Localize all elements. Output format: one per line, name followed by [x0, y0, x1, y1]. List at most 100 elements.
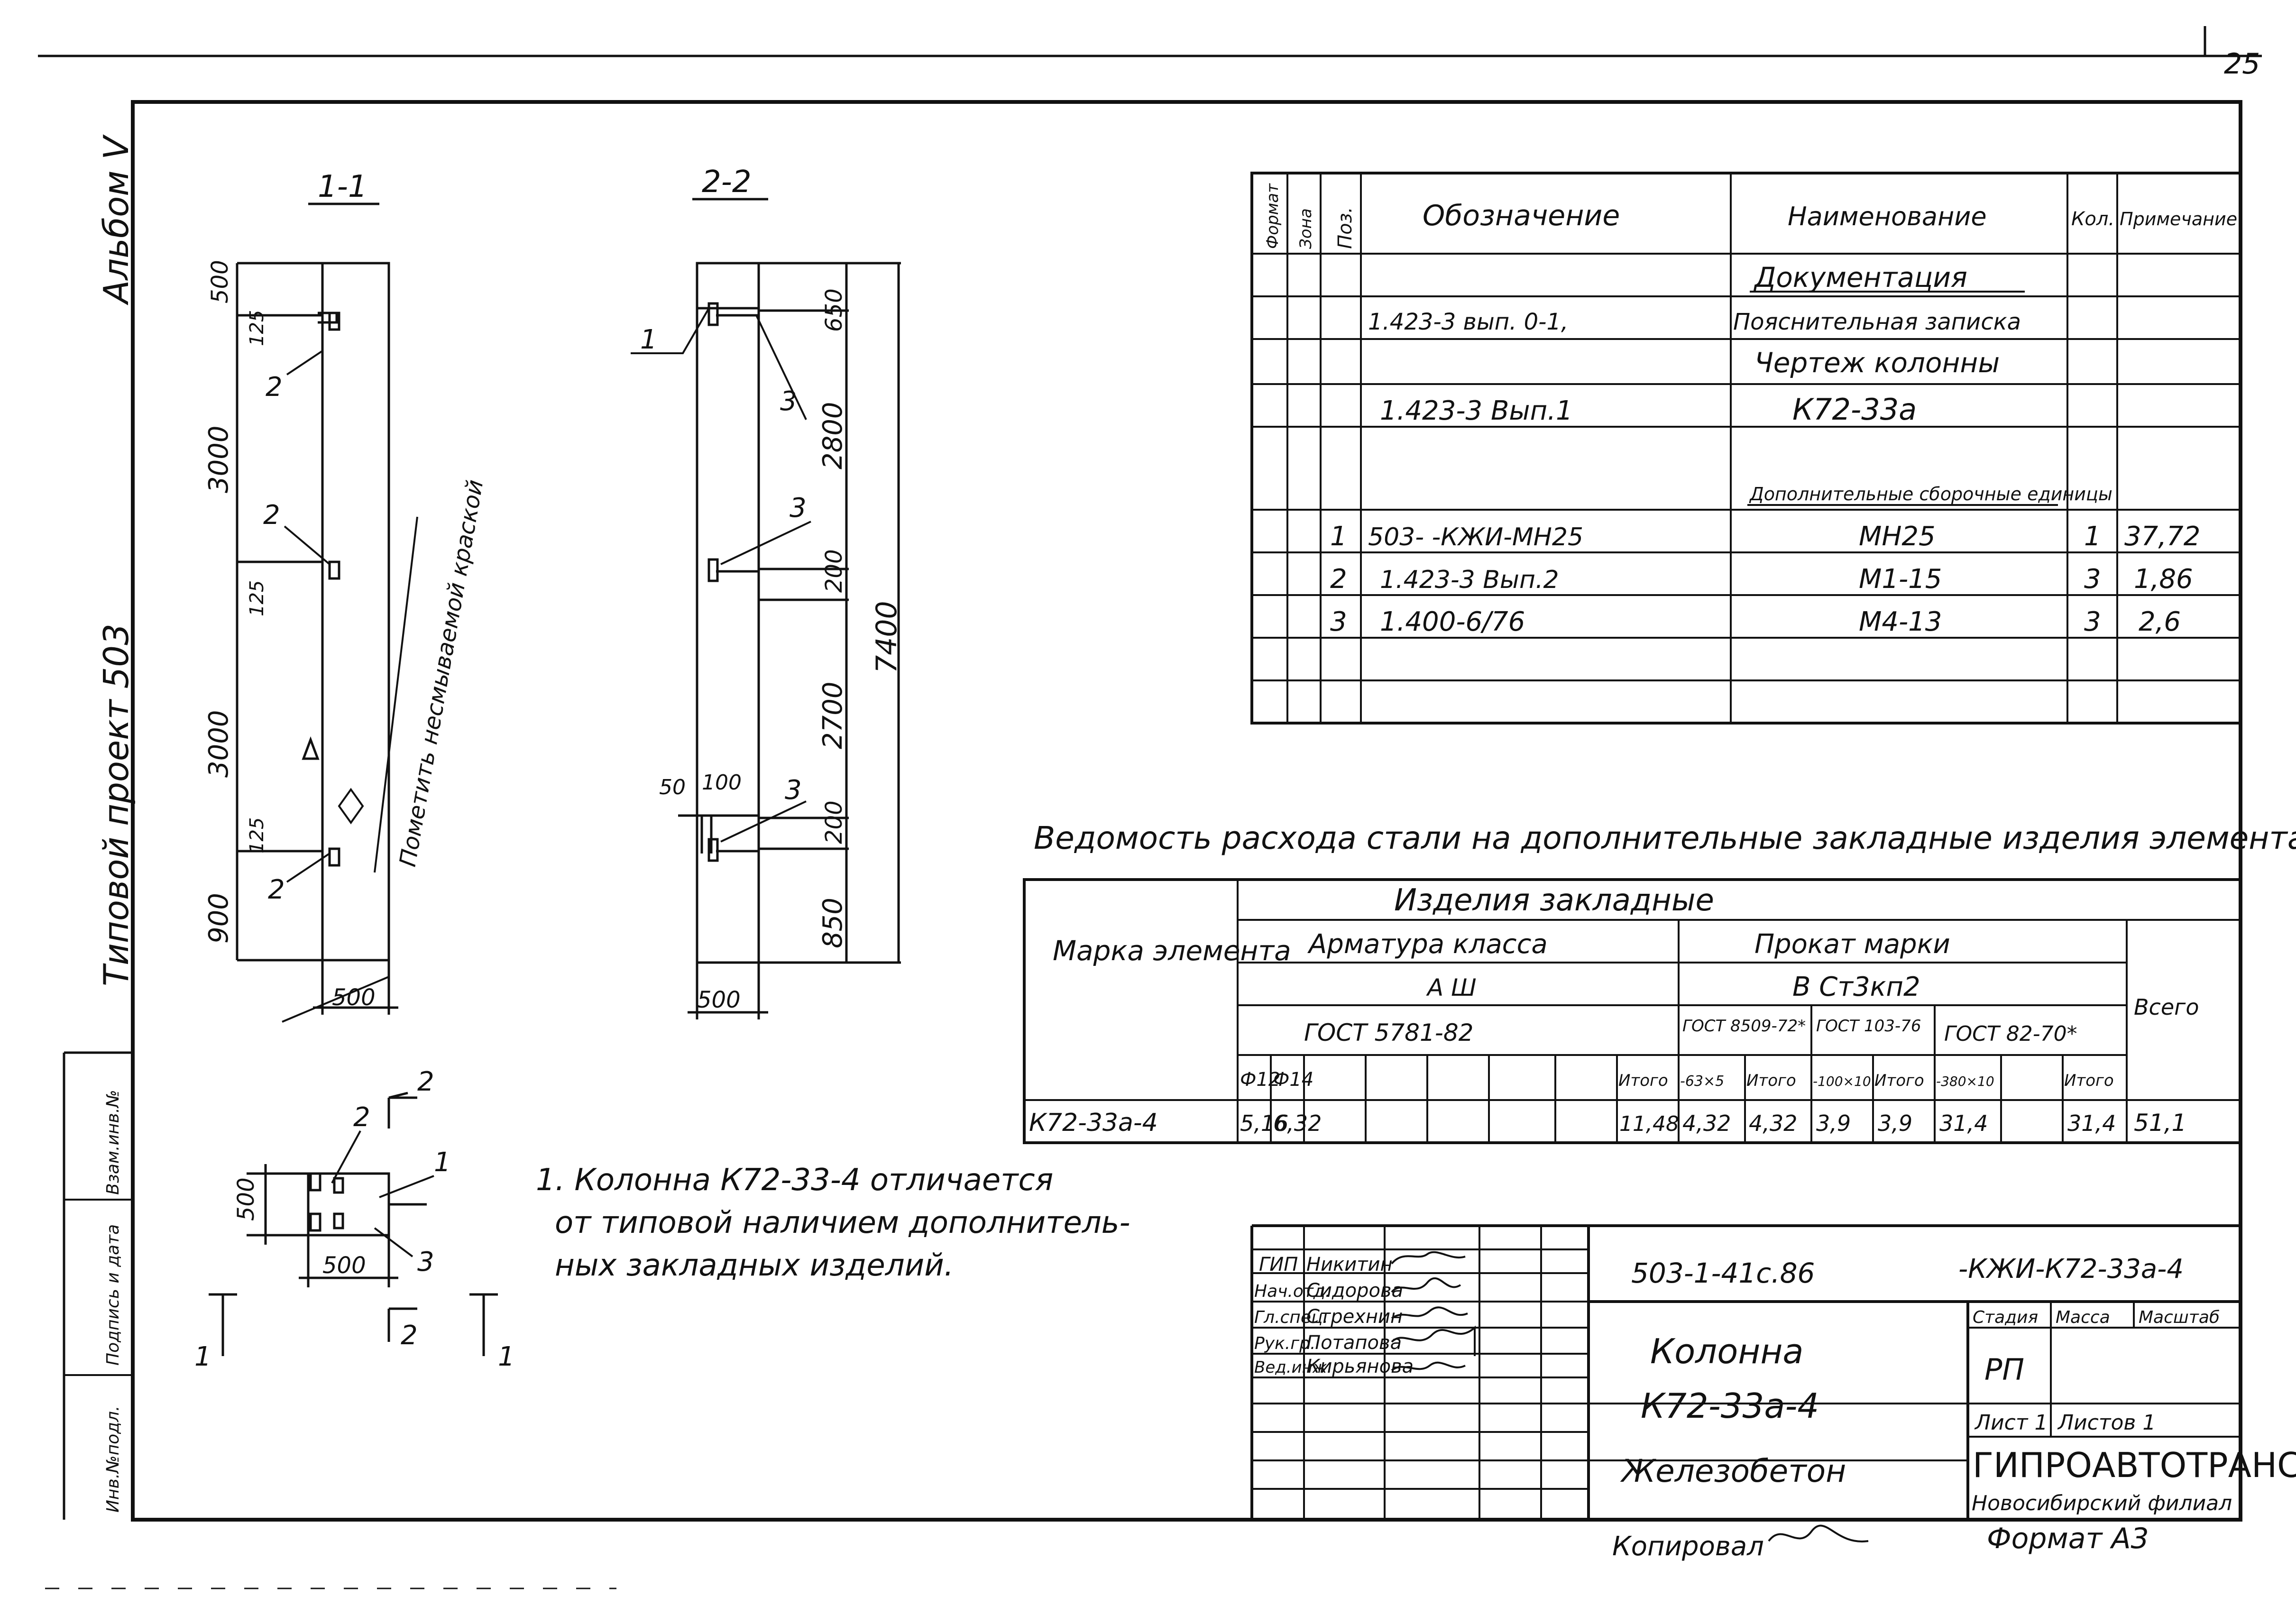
steel-header-mark: Марка элемента	[1053, 935, 1291, 967]
steel-row-f12: 5,16	[1240, 1110, 1288, 1136]
dim-850: 850	[817, 898, 848, 948]
plan-callout-3: 3	[417, 1247, 434, 1277]
steel-gost-a: ГОСТ 8509-72*	[1682, 1017, 1806, 1036]
spec-row-7-qty: 3	[2084, 564, 2101, 595]
spec-header-note: Примечание	[2120, 209, 2237, 229]
dim-100: 100	[702, 771, 742, 795]
steel-sub-63x5: -63×5	[1680, 1073, 1724, 1090]
paint-note: Пометить несмываемой краской	[395, 478, 489, 869]
material: Железобетон	[1620, 1453, 1846, 1489]
steel-row-total-a: 4,32	[1749, 1110, 1797, 1136]
spec-header-pos: Поз.	[1334, 207, 1356, 249]
format-label: Формат А3	[1987, 1522, 2149, 1555]
org-name: ГИПРОАВТОТРАНС	[1973, 1445, 2296, 1485]
section-1-title: 1-1	[318, 169, 367, 204]
title-block: 503-1-41с.86 -КЖИ-К72-33а-4 ГИП Никитин …	[1250, 1224, 2296, 1562]
steel-rolled-grade: В Ст3кп2	[1792, 972, 1920, 1002]
steel-sub-total-c: Итого	[2064, 1071, 2114, 1090]
spec-row-7-note: 1,86	[2134, 564, 2193, 595]
section-1-1: 1-1 500 125 3000 125 3000 125 900 500 2 …	[203, 169, 489, 1023]
dim-650: 650	[821, 288, 847, 332]
spec-row-6-designation: 503- -КЖИ-МН25	[1368, 523, 1583, 551]
stamp-cell-original: Инв.№подл.	[103, 1406, 123, 1513]
callout-3-a: 3	[780, 386, 797, 417]
section-mark-1-left: 1	[194, 1341, 211, 1372]
steel-gost-c: ГОСТ 82-70*	[1944, 1022, 2077, 1046]
spec-row-2-name: Чертеж колонны	[1754, 347, 2000, 379]
note-line-1: 1. Колонна К72-33-4 отличается	[536, 1163, 1053, 1198]
dim-125-b: 125	[246, 580, 268, 616]
stamp-cell-inv: Взам.инв.№	[103, 1090, 123, 1195]
stage-value: РП	[1984, 1352, 2024, 1387]
spec-row-1-designation: 1.423-3 вып. 0-1,	[1368, 309, 1568, 335]
steel-sub-f14: Ф14	[1273, 1069, 1313, 1091]
steel-row-63x5: 4,32	[1682, 1110, 1731, 1136]
name-head-dept: Сидорова	[1306, 1280, 1403, 1302]
role-chief-spec: Гл.спец.	[1254, 1308, 1328, 1327]
mass-label: Масса	[2056, 1308, 2110, 1327]
role-head-dept: Нач.отд.	[1254, 1282, 1331, 1301]
plan-callout-2: 2	[353, 1102, 370, 1133]
project-label: Типовой проект 503	[96, 624, 136, 986]
role-lead-eng: Вед.инж.	[1254, 1358, 1332, 1377]
steel-row-total-rebar: 11,48	[1619, 1112, 1679, 1136]
plan-callout-1: 1	[434, 1147, 451, 1178]
note-line-2: от типовой наличием дополнитель-	[555, 1205, 1130, 1240]
spec-row-1-name: Пояснительная записка	[1733, 309, 2021, 335]
dim-50: 50	[659, 775, 686, 799]
steel-header-rolled: Прокат марки	[1754, 929, 1950, 960]
dim-125-a: 125	[246, 310, 268, 346]
role-group-lead: Рук.гр.	[1254, 1334, 1315, 1353]
dim-500-top: 500	[207, 260, 233, 303]
steel-rebar-class: А Ш	[1426, 974, 1477, 1001]
dim-125-c: 125	[246, 817, 268, 853]
sheet-number: 25	[2224, 47, 2260, 81]
section-2-title: 2-2	[702, 165, 752, 200]
album-label: Альбом V	[96, 134, 136, 305]
signatures	[1391, 1251, 1476, 1371]
section-1-bottom-dim: 500	[332, 984, 376, 1011]
steel-row-total-c: 31,4	[2067, 1110, 2116, 1136]
dim-2800: 2800	[817, 402, 848, 469]
steel-header-rebar: Арматура класса	[1307, 929, 1548, 960]
steel-header-items: Изделия закладные	[1394, 883, 1714, 918]
steel-gost-b: ГОСТ 103-76	[1816, 1017, 1921, 1036]
steel-row-grand-total: 51,1	[2134, 1109, 2186, 1137]
spec-row-8-note: 2,6	[2139, 606, 2181, 637]
dim-200-a: 200	[821, 549, 847, 593]
steel-sub-f12: Ф12	[1240, 1069, 1280, 1091]
section-mark-2-bottom: 2	[401, 1320, 418, 1351]
role-gip: ГИП	[1259, 1254, 1298, 1275]
steel-row-total-b: 3,9	[1878, 1110, 1912, 1136]
dim-3000-a: 3000	[203, 425, 234, 493]
spec-row-6-name: МН25	[1859, 521, 1936, 552]
steel-rebar-gost: ГОСТ 5781-82	[1304, 1019, 1473, 1046]
spec-row-8-qty: 3	[2084, 606, 2101, 637]
title-code: 503-1-41с.86	[1631, 1257, 1815, 1289]
dim-2700: 2700	[817, 681, 848, 749]
steel-row-100x10: 3,9	[1816, 1110, 1851, 1136]
callout-2-b: 2	[263, 500, 280, 531]
section-mark-2-top: 2	[417, 1066, 434, 1097]
general-note: 1. Колонна К72-33-4 отличается от типово…	[536, 1163, 1130, 1283]
steel-header-total: Всего	[2134, 994, 2199, 1020]
sheets-label: Листов 1	[2057, 1411, 2156, 1435]
spec-row-8-pos: 3	[1330, 606, 1347, 637]
steel-sub-100x10: -100×10	[1813, 1073, 1871, 1089]
spec-row-7-designation: 1.423-3 Вып.2	[1380, 566, 1559, 594]
spec-header-qty: Кол.	[2071, 208, 2114, 230]
callout-2-a: 2	[266, 372, 283, 403]
copied-label: Копировал	[1612, 1531, 1764, 1562]
name-gip: Никитин	[1306, 1254, 1393, 1275]
spec-row-6-qty: 1	[2084, 521, 2101, 552]
steel-sub-total-b: Итого	[1874, 1071, 1924, 1090]
plan-view: 500 500 2 1 3 2 2 1 1	[194, 1066, 515, 1372]
name-lead-eng: Кирьянова	[1306, 1356, 1414, 1377]
spec-header-zone: Зона	[1296, 208, 1315, 249]
spec-header-name: Наименование	[1788, 202, 1987, 231]
spec-row-6-note: 37,72	[2124, 521, 2200, 552]
stamp-cell-signature: Подпись и дата	[103, 1224, 123, 1366]
plan-dim-width: 500	[322, 1252, 366, 1279]
steel-table-title: Ведомость расхода стали на дополнительны…	[1034, 820, 2296, 856]
